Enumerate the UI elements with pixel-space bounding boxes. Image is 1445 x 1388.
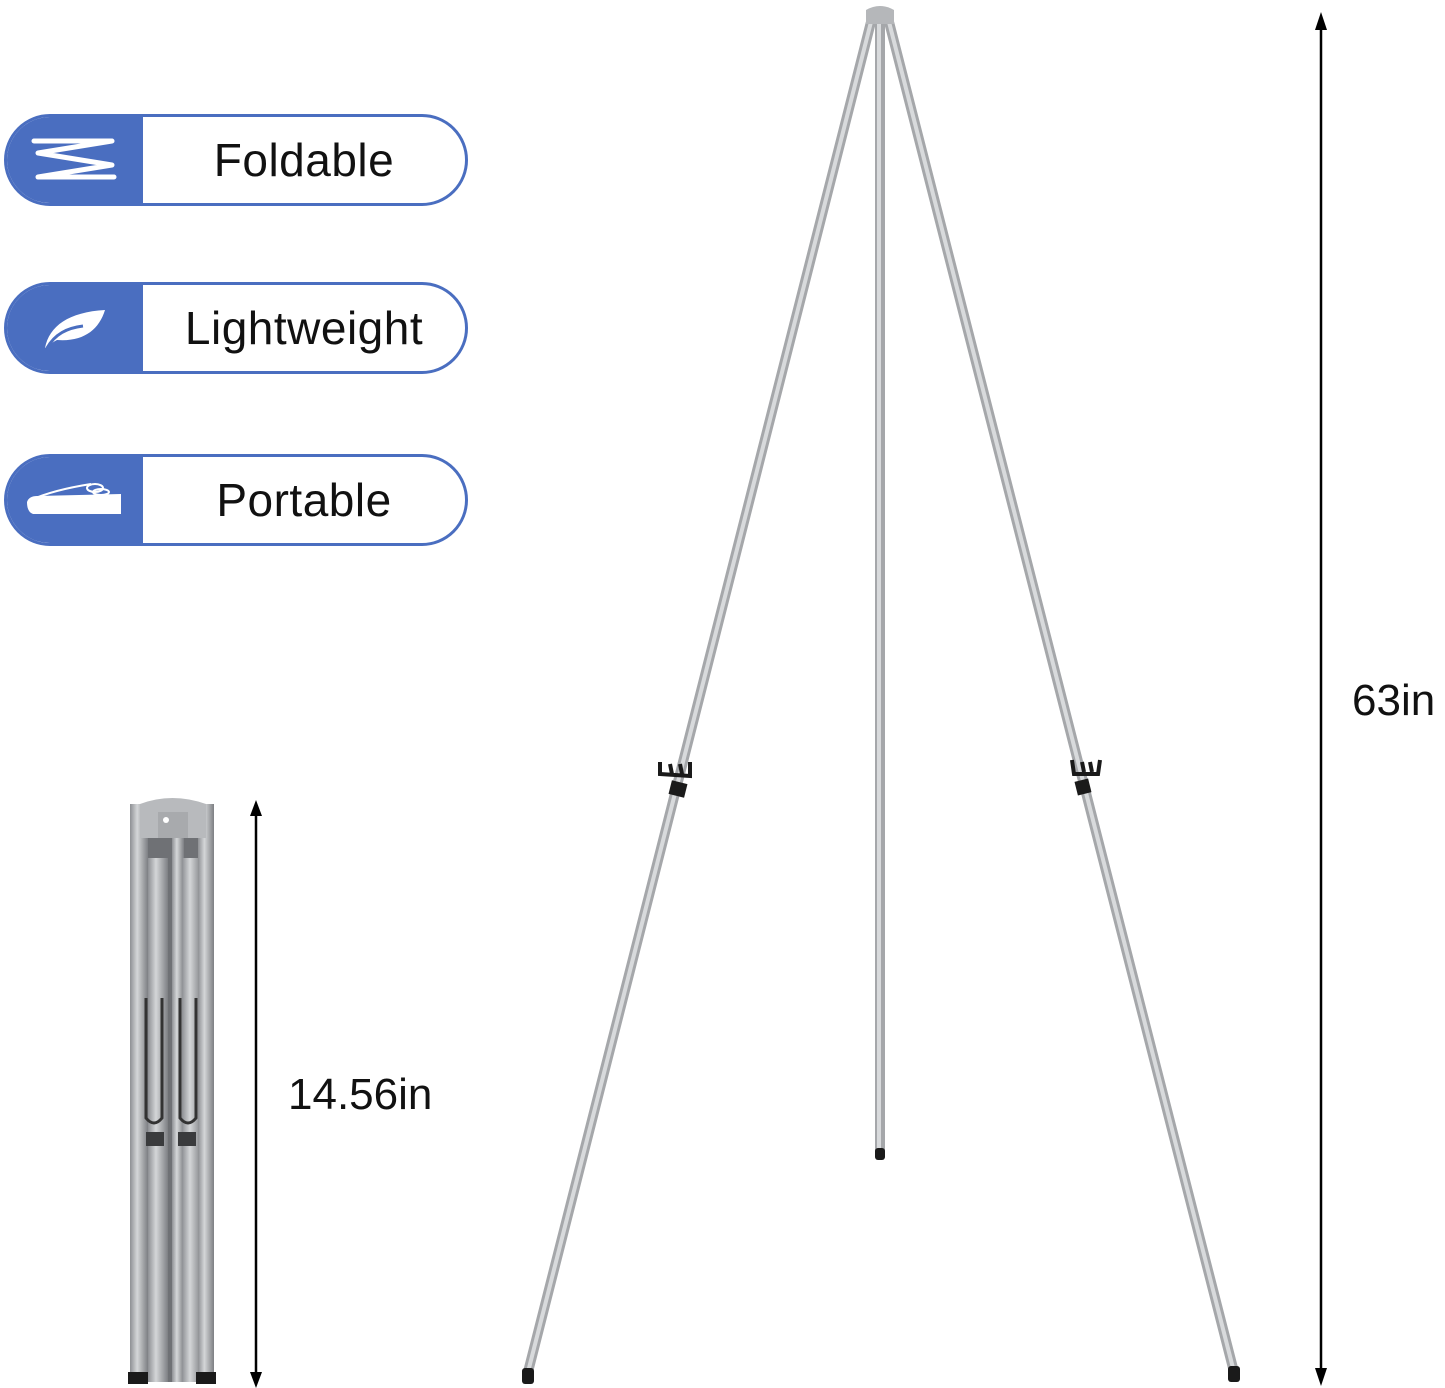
feature-label: Foldable [213,134,395,186]
carry-bag-icon [7,457,143,543]
unfolded-easel-image [500,0,1280,1388]
feature-badge-foldable: Foldable [4,114,468,206]
folded-easel-image [126,798,218,1388]
feature-badge-lightweight: Lightweight [4,282,468,374]
unfolded-height-arrow [1311,12,1331,1386]
feature-badge-portable: Portable [4,454,468,546]
unfolded-height-label: 63in [1352,676,1436,725]
folded-height-arrow [246,800,266,1388]
folded-height-label: 14.56in [288,1070,433,1119]
fold-zigzag-icon [7,117,143,203]
leaf-icon [7,285,143,371]
feature-label: Portable [216,474,392,526]
feature-label: Lightweight [184,302,424,354]
